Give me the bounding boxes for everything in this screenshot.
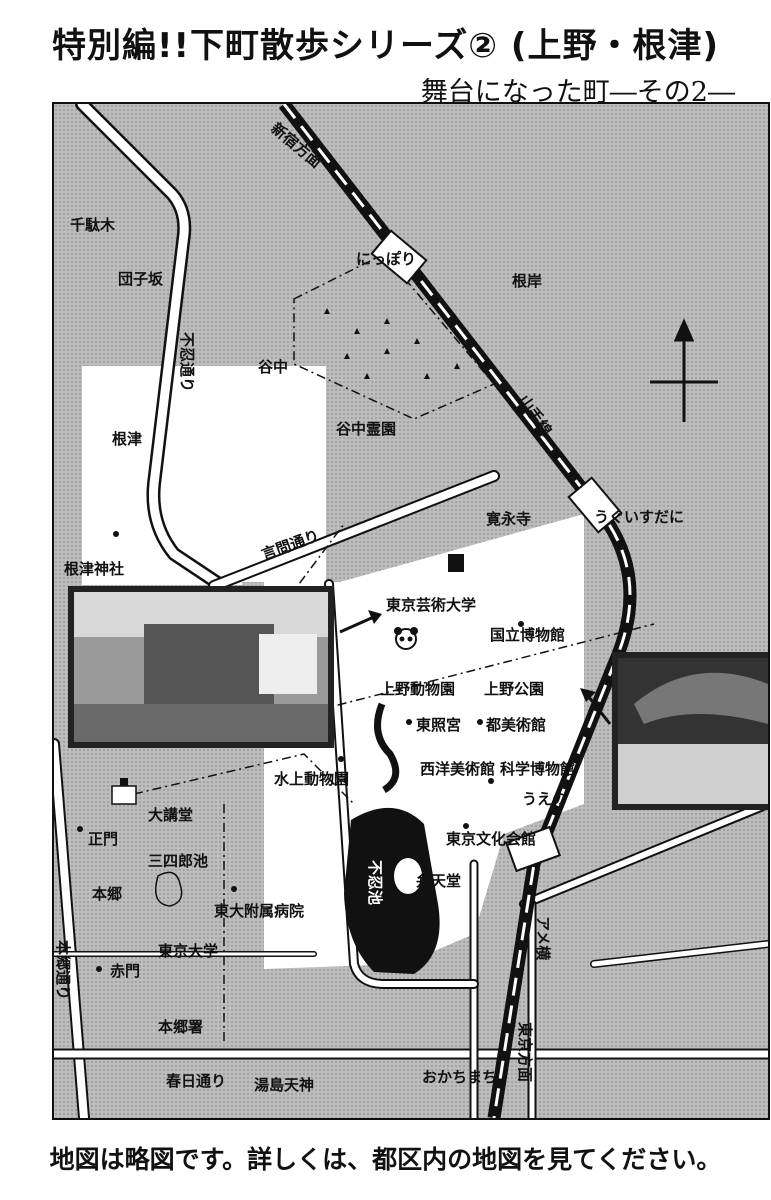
photo-inset-ueno-station [612, 652, 768, 810]
place-science-museum-label: 科学博物館 [500, 760, 575, 778]
place-zoo-label: 上野動物園 [380, 680, 455, 698]
yanaka-cemetery-boundary [293, 253, 496, 420]
area-negishi-label: 根岸 [512, 272, 542, 290]
station-ueno-label: うえの [522, 790, 567, 808]
place-toshogu-label: 東照宮 [416, 716, 461, 734]
uguisudani-station-box [567, 476, 623, 534]
place-national-museum-label: 国立博物館 [490, 626, 565, 644]
area-hongo-label: 本郷 [92, 885, 122, 903]
place-western-art-label: 西洋美術館 [420, 760, 495, 778]
place-main-gate-label: 正門 [88, 830, 118, 848]
map-panel: 新宿方面 山手線 にっぽり うぐいすだに うえの おかちまち 東京方面 千駄木 … [52, 102, 770, 1120]
nippori-station-box [370, 229, 428, 285]
map-canvas: 新宿方面 山手線 にっぽり うぐいすだに うえの おかちまち 東京方面 千駄木 … [54, 104, 768, 1118]
area-sendagi-label: 千駄木 [70, 216, 116, 234]
area-kaneiji-label: 寛永寺 [486, 510, 531, 528]
benten-island [394, 858, 422, 894]
panda-icon [394, 627, 418, 650]
road-ameyoko-label: アメ横 [534, 916, 552, 961]
sanshiro-pond-shape [155, 871, 183, 907]
auditorium-icon [111, 778, 137, 805]
kaneiji-building-icon [448, 554, 464, 572]
footer-note: 地図は略図です。詳しくは、都区内の地図を見てください。 [49, 1145, 722, 1174]
station-okachimachi-label: おかちまち [422, 1068, 497, 1086]
nezu-area [82, 366, 326, 582]
place-todai-label: 東京大学 [158, 942, 218, 960]
compass-icon [650, 318, 718, 422]
area-nezu-label: 根津 [112, 430, 142, 448]
road-kasuga-label: 春日通り [166, 1072, 226, 1090]
place-art-museum-label: 都美術館 [485, 716, 546, 734]
place-nezu-shrine-label: 根津神社 [64, 560, 124, 578]
place-auditorium-label: 大講堂 [148, 806, 193, 824]
place-aquarium-label: 水上動物園 [274, 770, 349, 788]
place-yanaka-cemetery-label: 谷中霊園 [336, 420, 396, 438]
shinobazu-pond-shape [344, 807, 440, 974]
direction-tokyo-label: 東京方面 [516, 1022, 534, 1082]
place-shinobazu-pond-label: 不忍池 [366, 860, 384, 905]
place-sanshiro-pond-label: 三四郎池 [148, 852, 208, 870]
place-ueno-park-label: 上野公園 [484, 680, 544, 698]
nezu-shrine-dot [113, 531, 119, 537]
inset-arrow-right [586, 695, 612, 725]
road-shinobazu-label: 不忍通り [178, 332, 196, 392]
place-hongo-police-label: 本郷署 [158, 1018, 203, 1036]
page-title: 特別編!!下町散歩シリーズ② (上野・根津) [51, 26, 719, 66]
place-univ-hospital-label: 東大附属病院 [214, 902, 304, 920]
ueno-station-box [504, 825, 562, 873]
station-nippori-label: にっぽり [356, 250, 416, 268]
zoo-stream [374, 702, 400, 794]
area-yanaka-label: 谷中 [258, 358, 288, 376]
station-uguisudani-label: うぐいすだに [594, 508, 684, 526]
place-red-gate-label: 赤門 [110, 962, 140, 980]
inset-arrow-left [339, 614, 377, 634]
road-hongo-label: 本郷通り [54, 940, 72, 1000]
area-dangozaka-label: 団子坂 [118, 270, 164, 288]
place-benten-label: 弁天堂 [416, 872, 461, 890]
photo-inset-geidai [68, 586, 334, 748]
place-geidai-label: 東京芸術大学 [386, 596, 476, 614]
place-yushima-tenjin-label: 湯島天神 [254, 1076, 314, 1094]
place-bunka-kaikan-label: 東京文化会館 [446, 830, 536, 848]
